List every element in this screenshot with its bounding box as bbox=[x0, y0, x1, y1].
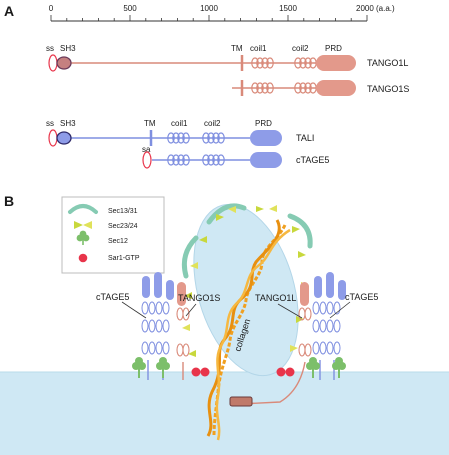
tali-prd-label: PRD bbox=[255, 119, 272, 128]
tali-coil1-label: coil1 bbox=[171, 119, 188, 128]
tango-coil1-label: coil1 bbox=[250, 44, 267, 53]
collagen-helix bbox=[206, 219, 291, 441]
tango1s-diagram: TANGO1S bbox=[232, 80, 409, 96]
legend-sec23-24: Sec23/24 bbox=[108, 223, 138, 230]
tango-coil2-label: coil2 bbox=[292, 44, 309, 53]
tango1s-prd-shape bbox=[316, 80, 356, 96]
tali-coil2 bbox=[202, 132, 225, 144]
tango-prd-label: PRD bbox=[325, 44, 342, 53]
tali-tm-label: TM bbox=[144, 119, 156, 128]
tali-coil1 bbox=[167, 132, 190, 144]
ctage5-coil1 bbox=[167, 154, 190, 166]
tango1s-coil1 bbox=[251, 82, 274, 94]
legend-sec12: Sec12 bbox=[108, 238, 128, 245]
label-tango1l: TANGO1L bbox=[255, 293, 296, 303]
tali-name: TALI bbox=[296, 133, 314, 143]
panel-b-label: B bbox=[4, 193, 14, 209]
er-lumen bbox=[0, 372, 449, 455]
tango1l-name: TANGO1L bbox=[367, 58, 408, 68]
tango-tm-label: TM bbox=[231, 44, 243, 53]
tango1l-prd-shape bbox=[316, 55, 356, 71]
ctage5-prd-shape bbox=[250, 152, 282, 168]
legend-sar1-gtp: Sar1-GTP bbox=[108, 255, 140, 262]
tango-sh3-label: SH3 bbox=[60, 44, 76, 53]
tali-diagram: ss SH3 TM coil1 coil2 PRD TALI bbox=[46, 119, 314, 147]
right-sec12 bbox=[306, 357, 346, 378]
sec13-31-icon bbox=[68, 204, 98, 214]
sec13-31-cage-right bbox=[287, 213, 313, 249]
tango1s-name: TANGO1S bbox=[367, 84, 409, 94]
scale-tick-1500: 1500 bbox=[279, 4, 297, 13]
tali-coil2-label: coil2 bbox=[204, 119, 221, 128]
tango1l-sh3-in-lumen bbox=[229, 396, 253, 407]
scale-tick-0: 0 bbox=[49, 4, 54, 13]
label-ctage5-left: cTAGE5 bbox=[96, 292, 129, 302]
ctage5-name: cTAGE5 bbox=[296, 155, 329, 165]
tango-ss-label: ss bbox=[46, 44, 54, 53]
left-sec12 bbox=[132, 357, 170, 378]
label-ctage5-right: cTAGE5 bbox=[345, 292, 378, 302]
scale-ruler: 0 500 1000 1500 2000 (a.a.) bbox=[49, 4, 395, 22]
label-tango1s: TANGO1S bbox=[178, 293, 220, 303]
ctage5-sa-shape bbox=[142, 151, 152, 169]
tango1l-coil1 bbox=[251, 57, 274, 69]
right-tango1l bbox=[229, 282, 312, 407]
tali-sh3-label: SH3 bbox=[60, 119, 76, 128]
sec13-31-cage-side bbox=[181, 235, 199, 279]
left-tango1s bbox=[176, 282, 190, 380]
tali-ss-label: ss bbox=[46, 119, 54, 128]
tali-sh3-shape bbox=[56, 131, 72, 145]
scale-tick-2000: 2000 (a.a.) bbox=[356, 4, 395, 13]
legend-sec13-31: Sec13/31 bbox=[108, 208, 138, 215]
tali-ss-shape bbox=[48, 129, 58, 147]
tali-prd-shape bbox=[250, 130, 282, 146]
legend: Sec13/31 Sec23/24 Sec12 Sar1-GTP bbox=[61, 196, 165, 274]
panel-a-label: A bbox=[4, 3, 14, 19]
tango1l-coil2 bbox=[294, 57, 317, 69]
tango-ss-shape bbox=[48, 54, 58, 72]
sec13-31-cage-left bbox=[206, 203, 247, 225]
ctage5-sa-label: sa bbox=[142, 145, 151, 154]
ctage5-coil2 bbox=[202, 154, 225, 166]
sar1-gtp-membrane bbox=[191, 367, 295, 377]
sec12-icon bbox=[76, 230, 90, 245]
tango1l-diagram: ss SH3 TM coil1 coil2 PRD TANGO1L bbox=[46, 44, 408, 72]
sec23-24-icon bbox=[74, 221, 92, 229]
scale-tick-500: 500 bbox=[123, 4, 137, 13]
sar1-gtp-icon bbox=[78, 253, 88, 263]
tango-sh3-shape bbox=[56, 56, 72, 70]
scale-tick-1000: 1000 bbox=[200, 4, 218, 13]
ctage5-diagram: sa cTAGE5 bbox=[142, 145, 329, 169]
